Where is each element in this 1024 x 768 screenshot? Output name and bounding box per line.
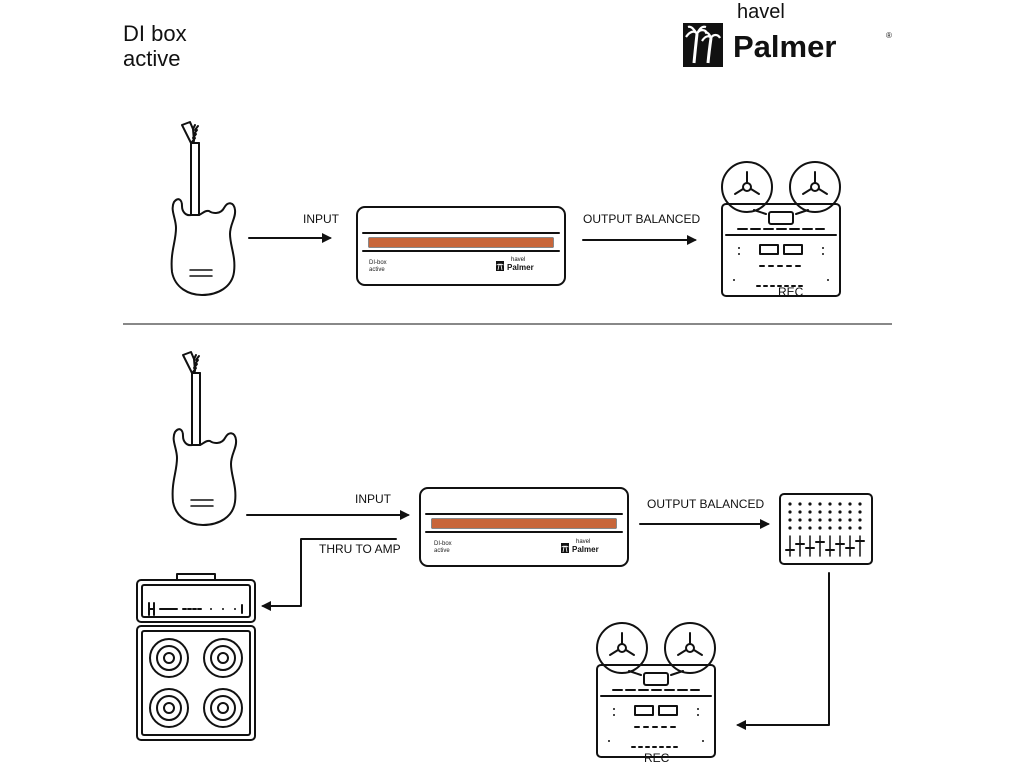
logo-palmer-text: Palmer bbox=[733, 29, 836, 64]
recorder-label: REC bbox=[778, 285, 804, 299]
device-brand-top: havel bbox=[576, 539, 590, 545]
di-box-device: DI-box active havel Palmer bbox=[419, 487, 629, 567]
guitar-icon bbox=[170, 121, 237, 296]
thru-to-amp-line bbox=[263, 538, 397, 607]
palm-trees-icon bbox=[683, 23, 723, 67]
output-label: OUTPUT BALANCED bbox=[583, 212, 700, 226]
page-title-line2: active bbox=[123, 46, 180, 71]
mixer-to-recorder-line bbox=[739, 572, 830, 726]
tape-recorder-icon bbox=[596, 622, 716, 758]
di-box-name-line1: DI-box bbox=[369, 260, 387, 266]
logo-havel-text: havel bbox=[737, 1, 785, 23]
di-box-name-line1: DI-box bbox=[434, 541, 452, 547]
device-palm-icon bbox=[560, 542, 570, 554]
input-label: INPUT bbox=[303, 212, 340, 226]
recorder-label: REC bbox=[644, 751, 670, 765]
guitar-icon bbox=[171, 351, 238, 526]
page-title-line1: DI box bbox=[123, 21, 187, 46]
di-box-device: DI-box active havel Palmer bbox=[356, 206, 566, 286]
di-box-front-strip bbox=[432, 519, 616, 528]
di-box-name-line2: active bbox=[369, 267, 385, 273]
logo-registered-mark: ® bbox=[886, 31, 892, 40]
device-brand-name: Palmer bbox=[572, 545, 599, 554]
guitar-amp-icon bbox=[136, 573, 256, 741]
device-brand-top: havel bbox=[511, 257, 525, 263]
havel-palmer-logo: havel Palmer ® bbox=[683, 1, 892, 67]
di-box-front-strip bbox=[369, 238, 553, 247]
device-palm-icon bbox=[495, 260, 505, 272]
mixer-console-icon bbox=[779, 493, 873, 565]
input-label: INPUT bbox=[355, 492, 392, 506]
device-brand-name: Palmer bbox=[507, 263, 534, 272]
tape-recorder-icon bbox=[721, 161, 841, 297]
setup-1: INPUT DI-box active havel Palmer OUTPUT … bbox=[170, 121, 841, 299]
setup-2: INPUT DI-box active havel Palmer THRU TO… bbox=[136, 351, 873, 765]
di-box-name-line2: active bbox=[434, 548, 450, 554]
output-label: OUTPUT BALANCED bbox=[647, 497, 764, 511]
thru-to-amp-label: THRU TO AMP bbox=[319, 542, 401, 556]
